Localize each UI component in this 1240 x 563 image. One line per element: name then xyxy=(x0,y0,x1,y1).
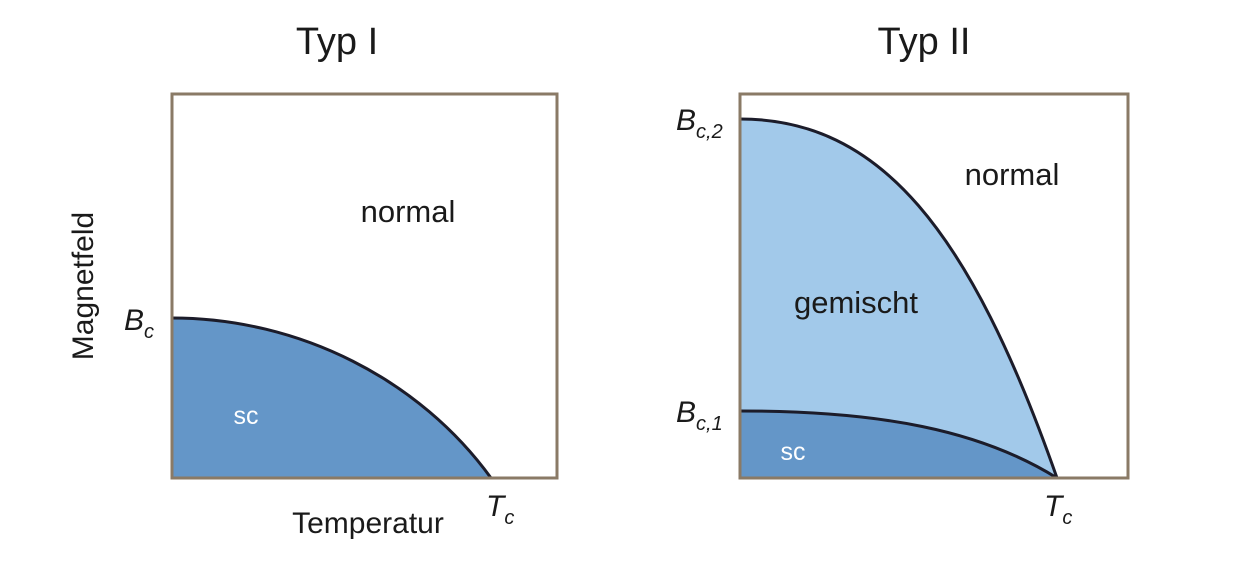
bc1-base: B xyxy=(676,396,696,429)
normal-region-label-typ-1: normal xyxy=(361,194,456,229)
tc-sub: c xyxy=(504,507,514,529)
normal-region-label-typ-2: normal xyxy=(965,157,1060,192)
bc2-label: Bc,2 xyxy=(676,104,723,143)
tc-label-typ-1: Tc xyxy=(486,490,514,529)
plot-frame-typ-1 xyxy=(170,92,559,480)
bc2-base: B xyxy=(676,104,696,137)
tc-label-typ-2: Tc xyxy=(1044,490,1072,529)
bc-sub: c xyxy=(144,321,154,343)
superconducting-region-typ-2 xyxy=(740,411,1057,478)
mixed-region-typ-2 xyxy=(740,119,1057,478)
bc2-sub: c,2 xyxy=(696,121,723,143)
critical-field-curve-bc1 xyxy=(739,409,1058,480)
plot-frame-typ-2 xyxy=(738,92,1130,480)
bc-base: B xyxy=(124,304,144,337)
bc-label-typ-1: Bc xyxy=(124,304,154,343)
x-axis-title: Temperatur xyxy=(292,507,444,540)
y-axis-title: Magnetfeld xyxy=(67,212,100,360)
bc1-sub: c,1 xyxy=(696,413,723,435)
tc2-base: T xyxy=(1044,490,1065,523)
panel-title-typ-1: Typ I xyxy=(296,21,378,63)
sc-region-label-typ-1: sc xyxy=(234,402,259,430)
critical-field-curve-bc xyxy=(171,316,493,479)
panel-typ-2: Typ II normal gemischt sc Bc,2 Bc,1 Tc xyxy=(676,21,1130,529)
superconducting-region-typ-1 xyxy=(172,318,491,478)
panel-title-typ-2: Typ II xyxy=(878,21,971,63)
bc1-label: Bc,1 xyxy=(676,396,723,435)
tc2-sub: c xyxy=(1062,507,1072,529)
critical-field-curve-bc2 xyxy=(739,117,1059,479)
mixed-region-label: gemischt xyxy=(794,285,918,320)
tc-base: T xyxy=(486,490,507,523)
sc-region-label-typ-2: sc xyxy=(781,438,806,466)
panel-typ-1: Typ I normal sc Bc Tc xyxy=(124,21,559,529)
